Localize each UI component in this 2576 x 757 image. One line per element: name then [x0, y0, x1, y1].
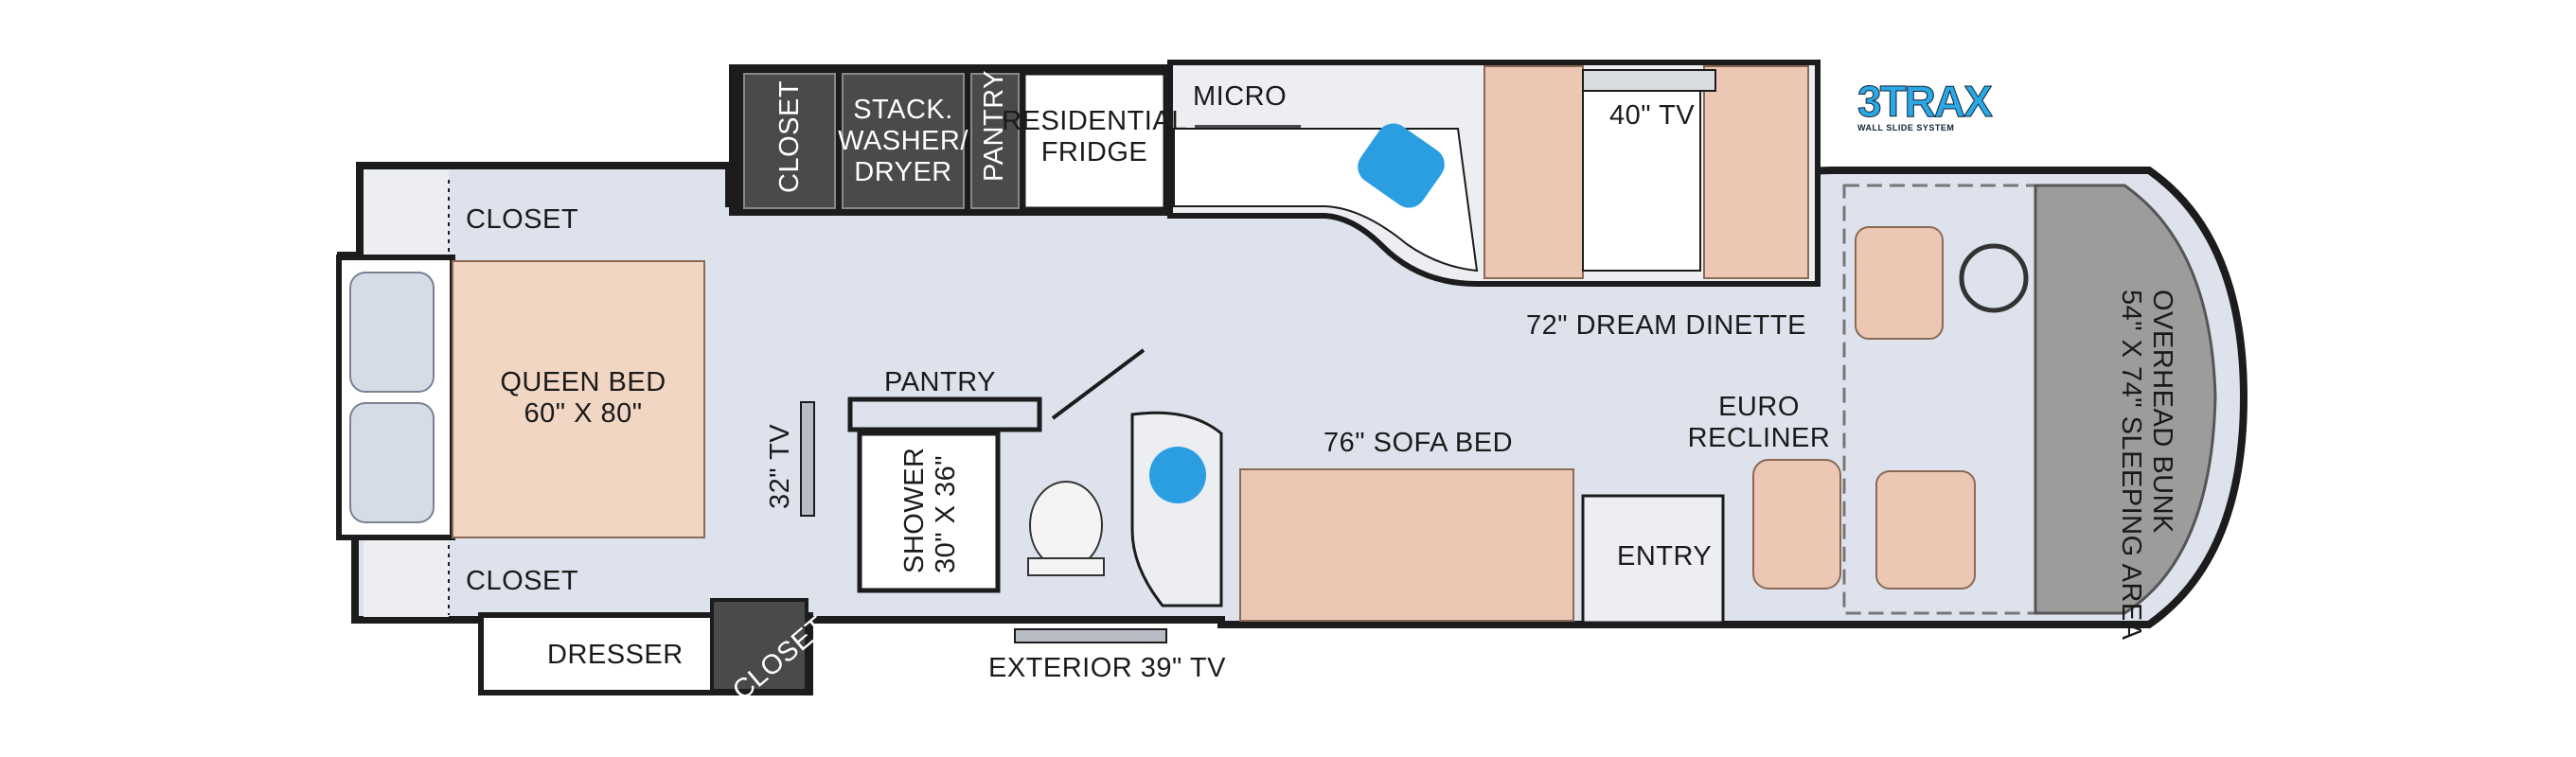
sofa-bed-label: 76" SOFA BED [1324, 428, 1514, 458]
closet-top-label: CLOSET [466, 204, 579, 235]
queen-bed [452, 260, 705, 538]
bath-vanity [1130, 411, 1223, 607]
tv-32 [800, 401, 815, 517]
dinette-label: 72" DREAM DINETTE [1526, 310, 1806, 341]
shower-label: SHOWER 30" X 36" [899, 447, 961, 574]
micro-label: MICRO [1193, 81, 1288, 112]
fridge-slide [1022, 72, 1166, 210]
dinette-table [1582, 90, 1701, 272]
exterior-tv-label: EXTERIOR 39" TV [988, 653, 1226, 683]
fridge-label: RESIDENTIAL FRIDGE [1002, 106, 1187, 167]
pillow-bottom [349, 402, 435, 523]
closet-corner [710, 598, 808, 693]
pillow-top [349, 272, 435, 393]
logo-subtext: WALL SLIDE SYSTEM [1857, 123, 1955, 132]
pantry-bath-label: PANTRY [884, 367, 996, 397]
closet-top-area [364, 170, 449, 257]
passenger-seat [1855, 226, 1944, 340]
euro-recliner-label: EURO RECLINER [1687, 392, 1831, 453]
tv-32-label: 32" TV [765, 423, 795, 509]
closet-bottom-label: CLOSET [466, 566, 579, 596]
pantry-bath [847, 396, 1042, 432]
entry-label: ENTRY [1617, 541, 1713, 572]
dinette-seat-left [1483, 65, 1584, 279]
euro-recliner [1752, 459, 1841, 590]
dash [2034, 184, 2217, 615]
steering-wheel [1959, 243, 2029, 313]
dinette-seat-right [1703, 65, 1809, 279]
logo-text: 3TRAX [1857, 77, 1994, 126]
washer-slide [842, 73, 965, 209]
closet-bottom-area [364, 530, 449, 617]
closet-slide-label: CLOSET [774, 79, 805, 193]
pantry-slide [970, 73, 1020, 209]
side-table [1581, 494, 1725, 625]
sink [1358, 123, 1445, 208]
micro-area [1176, 70, 1318, 127]
toilet [1029, 481, 1103, 570]
dresser-label: DRESSER [547, 640, 684, 670]
bath-sink [1149, 447, 1206, 503]
sofa-bed [1239, 468, 1574, 622]
closet-slide [743, 73, 836, 209]
queen-bed-label: QUEEN BED 60" X 80" [500, 367, 666, 429]
tv-40-label: 40" TV [1609, 100, 1696, 131]
driver-seat [1875, 470, 1976, 590]
overhead-bunk-label: OVERHEAD BUNK 54" X 74" SLEEPING AREA [2116, 290, 2177, 641]
washer-label: STACK. WASHER/ DRYER [838, 95, 968, 187]
logo-3trax: 3TRAX WALL SLIDE SYSTEM [1857, 77, 1994, 136]
tv-40 [1582, 69, 1716, 92]
exterior-tv [1014, 628, 1167, 643]
shower [857, 431, 1001, 593]
